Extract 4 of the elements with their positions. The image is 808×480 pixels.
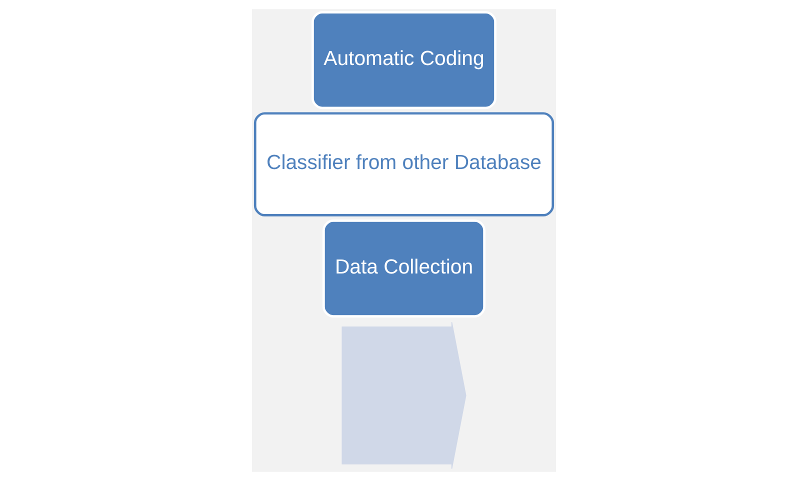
node-arrow (342, 321, 466, 469)
node-box: Data Collection (322, 219, 486, 317)
node-box: Automatic Coding (312, 10, 496, 109)
node-box: Classifier from other Database (254, 112, 554, 216)
